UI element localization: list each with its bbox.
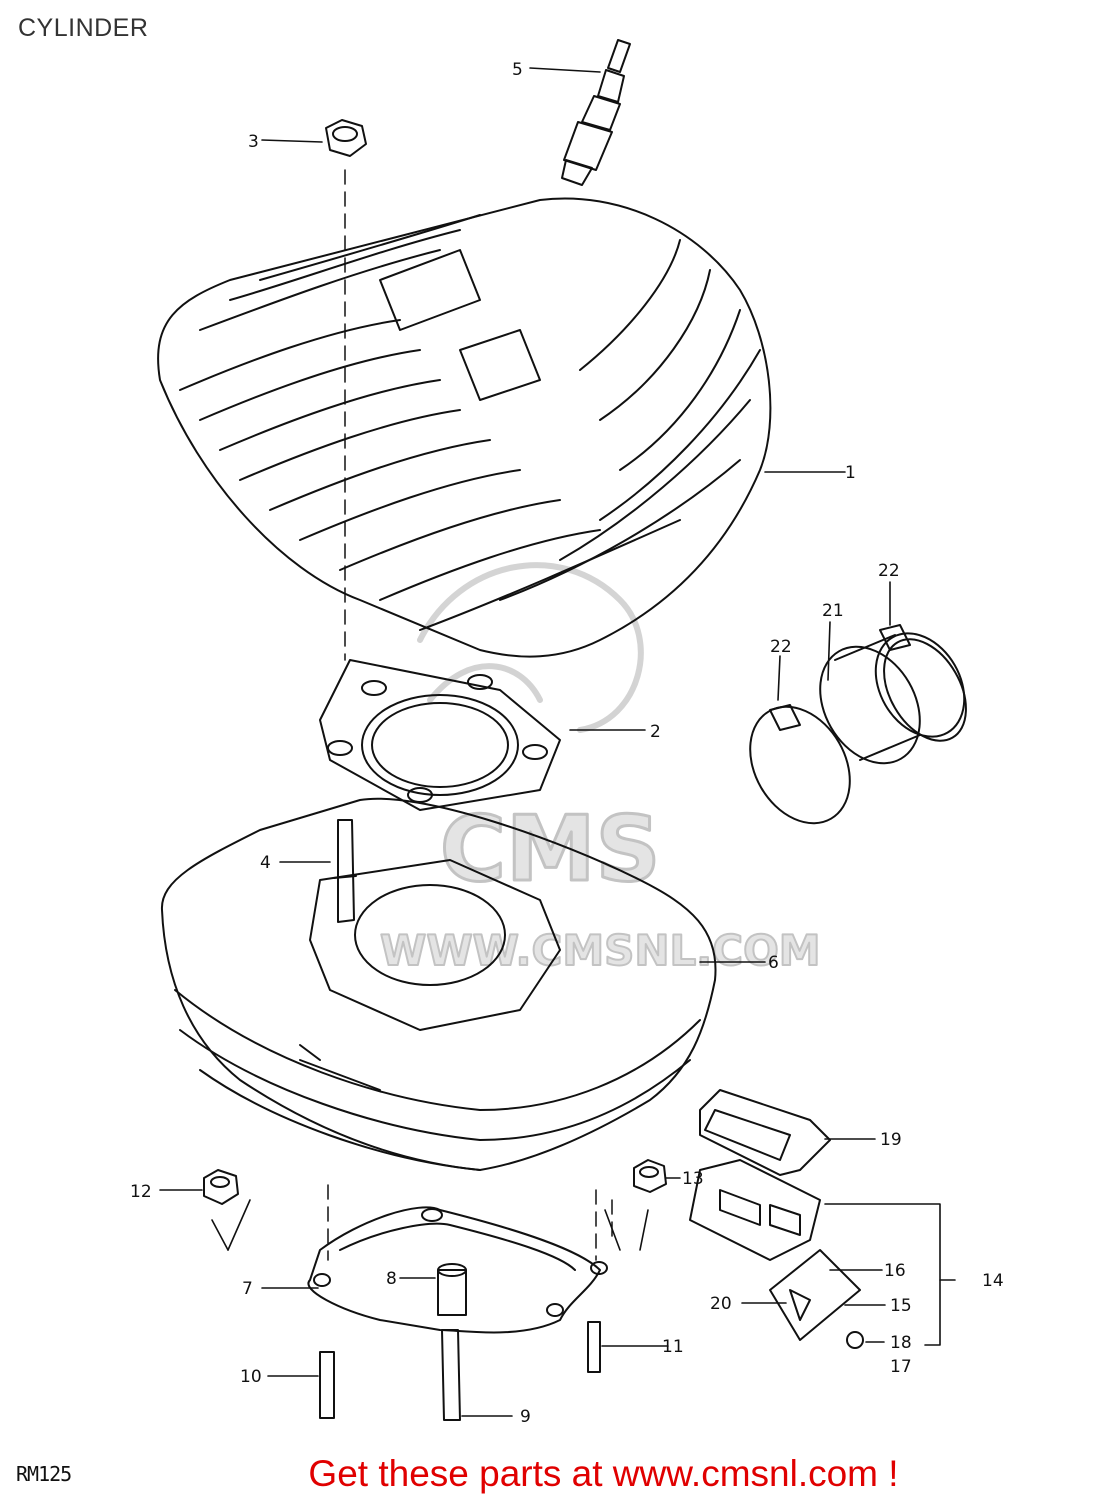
footer-link[interactable]: Get these parts at www.cmsnl.com ! — [0, 1453, 1117, 1495]
watermark: CMS WWW.CMSNL.COM — [379, 562, 822, 976]
svg-text:CMS: CMS — [440, 797, 660, 902]
nut-icon — [203, 1169, 239, 1205]
callout-3: 3 — [248, 132, 259, 152]
model-code: RM125 — [16, 1462, 72, 1486]
nut-icon — [633, 1159, 667, 1193]
callout-7: 7 — [242, 1279, 253, 1299]
callout-12: 12 — [130, 1182, 152, 1202]
cylinder-icon — [160, 797, 717, 1171]
footer-link-text[interactable]: Get these parts at www.cmsnl.com ! — [308, 1453, 899, 1494]
callout-4: 4 — [260, 853, 271, 873]
callout-21: 21 — [822, 601, 844, 621]
callout-11: 11 — [662, 1337, 684, 1357]
callout-9: 9 — [520, 1407, 531, 1427]
callout-17: 17 — [890, 1357, 912, 1377]
pin-icon — [319, 1351, 335, 1419]
callout-5: 5 — [512, 60, 523, 80]
callout-22b: 22 — [770, 637, 792, 657]
callout-8: 8 — [386, 1269, 397, 1289]
intake-pipe-icon — [819, 632, 966, 765]
pin-icon — [587, 1321, 601, 1373]
callout-1: 1 — [845, 463, 856, 483]
callout-13: 13 — [682, 1169, 704, 1189]
leader-lines — [159, 67, 956, 1417]
callout-18: 18 — [890, 1333, 912, 1353]
base-gasket-icon — [307, 1206, 608, 1334]
callout-16: 16 — [884, 1261, 906, 1281]
clamp-icon — [879, 624, 967, 742]
head-gasket-icon — [319, 659, 561, 811]
callout-2: 2 — [650, 722, 661, 742]
callout-22a: 22 — [878, 561, 900, 581]
svg-text:WWW.CMSNL.COM: WWW.CMSNL.COM — [380, 926, 821, 975]
clamp-icon — [749, 704, 851, 825]
dowel-pin-icon — [437, 1263, 467, 1316]
callout-6: 6 — [768, 953, 779, 973]
reed-valve-icon — [689, 1159, 864, 1349]
stud-bolt-icon — [333, 819, 357, 923]
callout-20: 20 — [710, 1294, 732, 1314]
callout-15: 15 — [890, 1296, 912, 1316]
cylinder-head-icon — [157, 197, 772, 658]
page-title: CYLINDER — [18, 14, 149, 42]
spark-plug-icon — [561, 39, 631, 186]
callout-10: 10 — [240, 1367, 262, 1387]
callout-labels: 5 3 1 22 21 22 2 4 6 19 12 13 16 14 7 8 … — [130, 60, 1004, 1427]
head-nut-icon — [325, 119, 367, 157]
callout-14: 14 — [982, 1271, 1004, 1291]
assembly-lines — [327, 169, 613, 1261]
callout-19: 19 — [880, 1130, 902, 1150]
reed-gasket-icon — [699, 1089, 831, 1176]
stud-icon — [441, 1329, 461, 1421]
